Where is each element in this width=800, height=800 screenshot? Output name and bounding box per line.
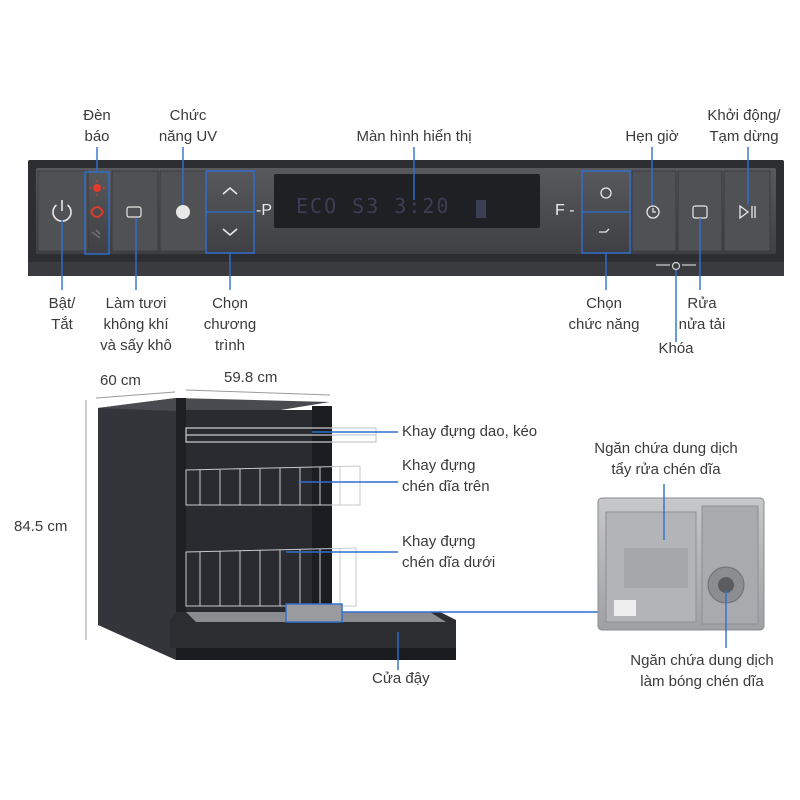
label-uv: Chức năng UV xyxy=(158,107,218,145)
part-callouts xyxy=(286,431,598,670)
label-start: Khởi động/ Tạm dừng xyxy=(707,107,781,145)
dim-width: 59.8 cm xyxy=(224,369,278,386)
cutlery-tray xyxy=(185,427,377,443)
display-screen xyxy=(274,174,540,228)
panel-callouts xyxy=(61,147,749,342)
function-icon-top xyxy=(600,187,612,199)
label-lower-rack: Khay đựng chén dĩa dưới xyxy=(402,533,496,571)
indicator-loop-icon xyxy=(90,206,105,218)
label-cutlery-tray: Khay đựng dao, kéo xyxy=(402,423,538,440)
label-display: Màn hình hiển thị xyxy=(356,128,472,145)
cabinet-side xyxy=(98,398,176,660)
label-rinse-aid: Ngăn chứa dung dịch làm bóng chén dĩa xyxy=(630,652,774,690)
interior xyxy=(186,410,326,620)
label-detergent: Ngăn chứa dung dịch tẩy rửa chén dĩa xyxy=(594,440,738,478)
label-fresh: Làm tươi không khí và sấy khô xyxy=(100,295,172,354)
label-indicator: Đèn báo xyxy=(83,107,111,145)
dim-depth: 60 cm xyxy=(100,372,141,389)
compartment-callouts xyxy=(663,484,727,648)
label-door: Cửa đậy xyxy=(372,670,430,687)
cabinet-front-left xyxy=(176,398,186,645)
function-icon-bottom xyxy=(599,228,610,233)
timer-button xyxy=(631,170,677,252)
label-upper-rack: Khay đựng chén dĩa trên xyxy=(402,457,490,495)
power-button xyxy=(37,170,89,252)
indicator-dim-icon xyxy=(91,229,101,239)
chevron-up-icon xyxy=(222,186,238,195)
label-function: Chọn chức năng xyxy=(568,295,640,333)
dim-height: 84.5 cm xyxy=(14,518,68,535)
p-label: -P xyxy=(256,202,272,219)
upper-rack xyxy=(185,465,361,506)
f-label: F - xyxy=(555,202,575,219)
lock-icon xyxy=(656,261,696,271)
clock-icon xyxy=(646,205,660,219)
label-half-load: Rửa nửa tải xyxy=(678,295,726,333)
dimension-lines xyxy=(85,389,331,640)
label-timer: Hẹn giờ xyxy=(625,128,679,145)
start-pause-button xyxy=(723,170,771,252)
display-text: ECO S3 3:20 xyxy=(296,194,451,218)
fresh-air-button xyxy=(111,170,159,252)
indicator-sun-icon xyxy=(93,184,101,192)
lower-rack xyxy=(185,547,357,607)
chevron-down-icon xyxy=(222,228,238,237)
label-power: Bật/ Tắt xyxy=(48,295,76,333)
label-lock: Khóa xyxy=(658,340,694,357)
play-pause-icon xyxy=(739,204,756,220)
label-program: Chọn chương trình xyxy=(203,295,257,354)
